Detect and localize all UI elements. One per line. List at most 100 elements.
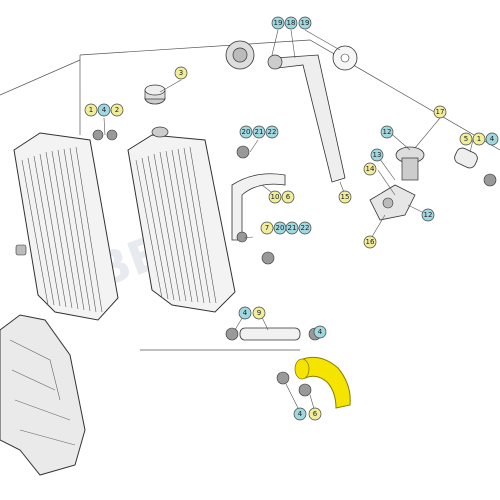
radiator-cap[interactable]: [144, 84, 166, 105]
callout-label: 1: [89, 106, 93, 114]
callout-9[interactable]: 9: [252, 306, 266, 320]
callout-circle: [265, 125, 279, 139]
callout-circle: [174, 66, 188, 80]
left-radiator[interactable]: [13, 132, 119, 321]
water-pump-cover[interactable]: [225, 40, 255, 70]
callout-label: 7: [265, 224, 269, 232]
callout-circle: [285, 221, 299, 235]
callout-6[interactable]: 6: [308, 407, 322, 421]
callout-circle: [110, 103, 124, 117]
callout-group: 19 18 19 3 1 4 2 20 21 22 17 12 5 1 4 13…: [84, 16, 499, 421]
callout-circle: [284, 16, 298, 30]
callout-19[interactable]: 19: [298, 16, 312, 30]
callout-16[interactable]: 16: [363, 235, 377, 249]
callout-22[interactable]: 22: [298, 221, 312, 235]
callout-circle: [252, 306, 266, 320]
radiator-shroud[interactable]: [0, 314, 86, 476]
callout-circle: [298, 16, 312, 30]
callout-5[interactable]: 5: [459, 132, 473, 146]
callout-label: 4: [318, 328, 323, 336]
callout-6[interactable]: 6: [281, 190, 295, 204]
callout-label: 18: [287, 19, 296, 27]
callout-circle: [421, 208, 435, 222]
callout-label: 13: [373, 151, 382, 159]
callout-18[interactable]: 18: [284, 16, 298, 30]
right-radiator[interactable]: [127, 126, 236, 313]
callout-15[interactable]: 15: [338, 190, 352, 204]
callout-4[interactable]: 4: [293, 407, 307, 421]
callout-circle: [238, 306, 252, 320]
callout-20[interactable]: 20: [239, 125, 253, 139]
callout-circle: [97, 103, 111, 117]
callout-label: 20: [242, 128, 251, 136]
callout-circle: [433, 105, 447, 119]
callout-10[interactable]: 10: [268, 190, 282, 204]
callout-label: 4: [298, 410, 303, 418]
callout-circle: [298, 221, 312, 235]
callout-circle: [472, 132, 486, 146]
callout-label: 2: [115, 106, 119, 114]
callout-13[interactable]: 13: [370, 148, 384, 162]
middle-hose[interactable]: [225, 327, 322, 341]
callout-circle: [363, 235, 377, 249]
callout-17[interactable]: 17: [433, 105, 447, 119]
callout-4[interactable]: 4: [97, 103, 111, 117]
callout-circle: [485, 132, 499, 146]
callout-label: 16: [366, 238, 375, 246]
callout-4[interactable]: 4: [238, 306, 252, 320]
small-hose-right[interactable]: [453, 146, 497, 187]
callout-circle: [239, 125, 253, 139]
callout-circle: [459, 132, 473, 146]
callout-label: 12: [424, 211, 433, 219]
callout-14[interactable]: 14: [363, 162, 377, 176]
hose-clamps[interactable]: [92, 129, 275, 265]
callout-circle: [370, 148, 384, 162]
callout-1[interactable]: 1: [84, 103, 98, 117]
callout-label: 14: [366, 165, 375, 173]
callout-circle: [313, 325, 327, 339]
callout-label: 15: [341, 193, 350, 201]
callout-7[interactable]: 7: [260, 221, 274, 235]
callout-label: 4: [102, 106, 107, 114]
upper-hose[interactable]: [231, 173, 286, 241]
callout-label: 21: [288, 224, 297, 232]
callout-label: 20: [276, 224, 285, 232]
callout-label: 9: [257, 309, 261, 317]
callout-label: 4: [243, 309, 248, 317]
callout-label: 10: [271, 193, 280, 201]
callout-circle: [252, 125, 266, 139]
callout-2[interactable]: 2: [110, 103, 124, 117]
callout-circle: [293, 407, 307, 421]
callout-circle: [363, 162, 377, 176]
callout-1[interactable]: 1: [472, 132, 486, 146]
callout-label: 17: [436, 108, 445, 116]
callout-circle: [308, 407, 322, 421]
callout-21[interactable]: 21: [285, 221, 299, 235]
callout-label: 1: [477, 135, 481, 143]
callout-12[interactable]: 12: [421, 208, 435, 222]
oring-washer[interactable]: [332, 45, 358, 71]
callout-label: 3: [179, 69, 183, 77]
callout-label: 12: [383, 128, 392, 136]
callout-22[interactable]: 22: [265, 125, 279, 139]
callout-label: 19: [274, 19, 283, 27]
callout-3[interactable]: 3: [174, 66, 188, 80]
leader-lines: [103, 29, 474, 413]
callout-label: 4: [490, 135, 495, 143]
callout-circle: [260, 221, 274, 235]
callout-21[interactable]: 21: [252, 125, 266, 139]
thermostat-housing[interactable]: [369, 146, 425, 221]
highlighted-lower-hose[interactable]: [276, 356, 351, 409]
callout-label: 22: [301, 224, 310, 232]
callout-circle: [380, 125, 394, 139]
callout-19[interactable]: 19: [271, 16, 285, 30]
callout-label: 19: [301, 19, 310, 27]
kickstart-lever[interactable]: [267, 54, 346, 183]
callout-label: 22: [268, 128, 277, 136]
callout-4[interactable]: 4: [313, 325, 327, 339]
callout-20[interactable]: 20: [273, 221, 287, 235]
callout-4[interactable]: 4: [485, 132, 499, 146]
callout-12[interactable]: 12: [380, 125, 394, 139]
callout-circle: [281, 190, 295, 204]
